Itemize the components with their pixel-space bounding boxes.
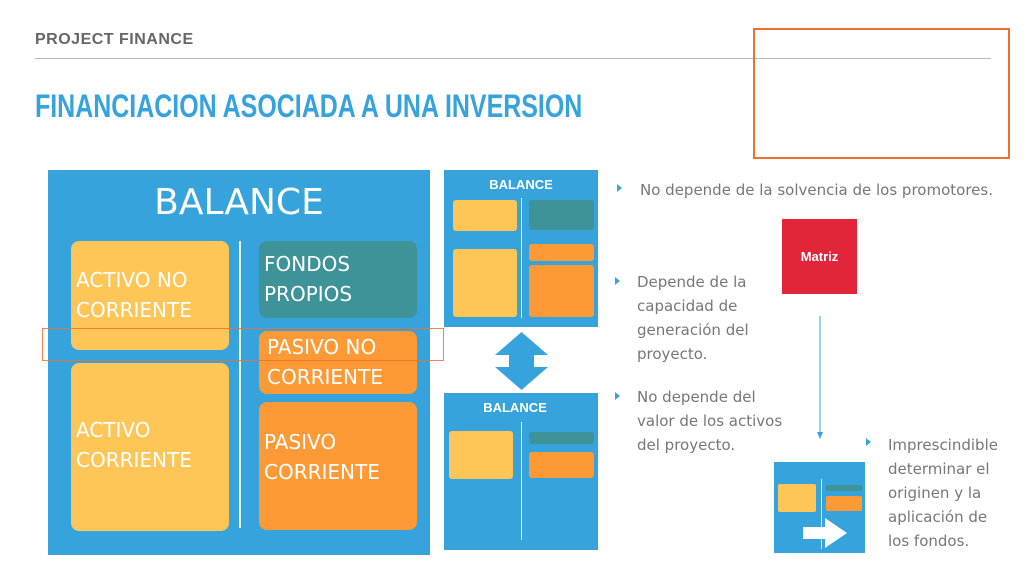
fondos-propios-box: FONDOS PROPIOS [259, 241, 417, 318]
bullet-icon [615, 277, 620, 285]
small-balance-before-title: BALANCE [489, 177, 553, 192]
bullet-text: Depende de la capacidad de generación de… [637, 273, 749, 363]
divider [521, 198, 522, 318]
activo-no-corriente-box: ACTIVO NO CORRIENTE [71, 241, 229, 350]
activo-corriente-label: ACTIVO CORRIENTE [76, 418, 192, 472]
yellow-block [778, 484, 816, 512]
small-balance-before: BALANCE [444, 170, 598, 327]
yellow-block [453, 200, 517, 231]
project-balance-box [774, 462, 865, 553]
pasivo-no-corriente-label: PASIVO NO CORRIENTE [267, 335, 383, 389]
teal-block [529, 200, 594, 230]
bullet-icon [617, 184, 622, 192]
matriz-box: Matriz [782, 219, 857, 294]
yellow-block [453, 249, 517, 317]
pasivo-corriente-box: PASIVO CORRIENTE [259, 402, 417, 530]
fondos-propios-label: FONDOS PROPIOS [264, 252, 353, 306]
header-divider [35, 58, 991, 59]
highlight-rectangle-pasivo [42, 328, 444, 361]
small-balance-after: BALANCE [444, 393, 598, 550]
double-arrow-icon [495, 332, 548, 390]
orange-block [529, 244, 594, 261]
slide-title: FINANCIACION ASOCIADA A UNA INVERSION [35, 88, 583, 124]
small-balance-after-title: BALANCE [483, 400, 547, 415]
down-arrow-icon [817, 316, 823, 439]
matriz-label: Matriz [800, 249, 839, 264]
highlight-rectangle-top-right [753, 28, 1010, 159]
bullet-text: Imprescindible determinar el originen y … [888, 436, 998, 550]
teal-block [529, 432, 594, 444]
balance-divider [239, 241, 241, 528]
section-header: PROJECT FINANCE [35, 31, 194, 48]
activo-no-corriente-label: ACTIVO NO CORRIENTE [76, 268, 192, 322]
main-balance: BALANCE ACTIVO NO CORRIENTE ACTIVO CORRI… [48, 170, 430, 555]
orange-block [529, 452, 594, 478]
activo-corriente-box: ACTIVO CORRIENTE [71, 363, 229, 531]
bullet-icon [615, 392, 620, 400]
pasivo-corriente-label: PASIVO CORRIENTE [264, 430, 380, 484]
orange-block [529, 265, 594, 317]
bullet-text: No depende del valor de los activos del … [637, 388, 783, 454]
divider [821, 479, 822, 549]
bullet-icon [866, 438, 871, 446]
divider [521, 422, 522, 540]
teal-block [826, 485, 862, 491]
bullet-text: No depende de la solvencia de los promot… [640, 181, 993, 199]
pasivo-no-corriente-box: PASIVO NO CORRIENTE [259, 331, 417, 394]
yellow-block [449, 431, 513, 479]
orange-block [826, 496, 862, 511]
main-balance-title: BALANCE [154, 182, 324, 223]
right-arrow-icon [803, 518, 847, 548]
